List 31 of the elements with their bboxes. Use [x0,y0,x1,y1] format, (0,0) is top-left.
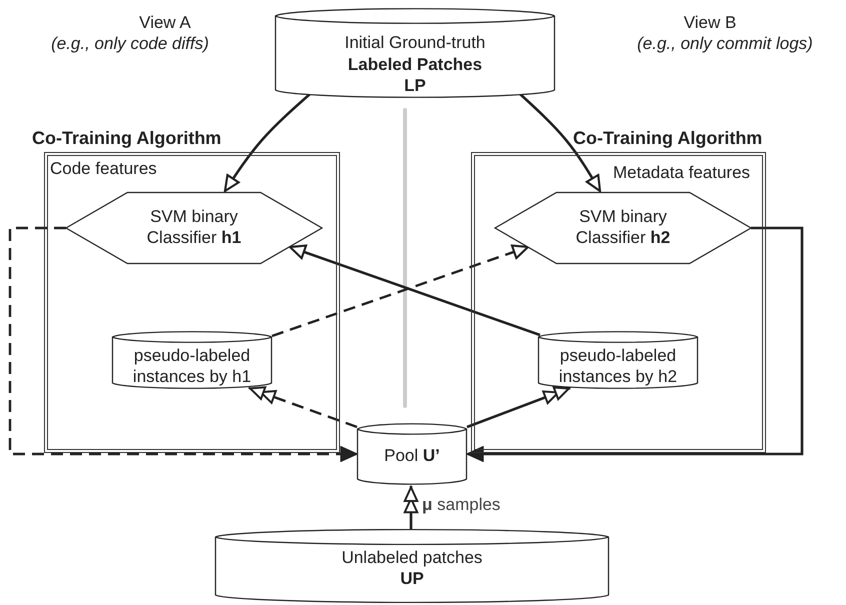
node-text: SVM binary Classifier h2 [574,206,672,248]
database-cylinder [357,423,467,485]
arrow [8,226,358,462]
edge-label: μ samples [422,494,500,515]
frame-heading: Co-Training Algorithm [32,128,222,149]
node-text: UP [399,568,425,589]
node-text: Labeled Patches LP [346,54,484,96]
feature-label: Code features [50,158,158,179]
database-cylinder [215,529,609,603]
view-example-note: (e.g., only commit logs) [636,33,814,54]
node-text: pseudo-labeled instances by h1 [132,345,252,387]
node-text: Pool U’ [383,445,441,466]
classifier-hexagon [66,192,322,264]
arrow [519,93,602,192]
arrow [224,93,311,192]
node-text: Initial Ground-truth [344,32,486,53]
frame-heading: Co-Training Algorithm [573,128,764,149]
classifier-hexagon [495,192,751,264]
node-text: pseudo-labeled instances by h2 [558,345,678,387]
view-title: View B [682,12,738,33]
database-cylinder [275,8,555,98]
arrow [466,226,804,462]
database-cylinder [112,331,272,389]
database-cylinder [538,331,698,389]
view-title: View A [138,12,192,33]
arrow [466,386,570,428]
arrow [404,486,418,529]
node-text: Unlabeled patches [340,547,484,568]
view-example-note: (e.g., only code diffs) [50,33,210,54]
feature-label: Metadata features [613,162,752,183]
node-text: SVM binary Classifier h1 [146,206,242,248]
